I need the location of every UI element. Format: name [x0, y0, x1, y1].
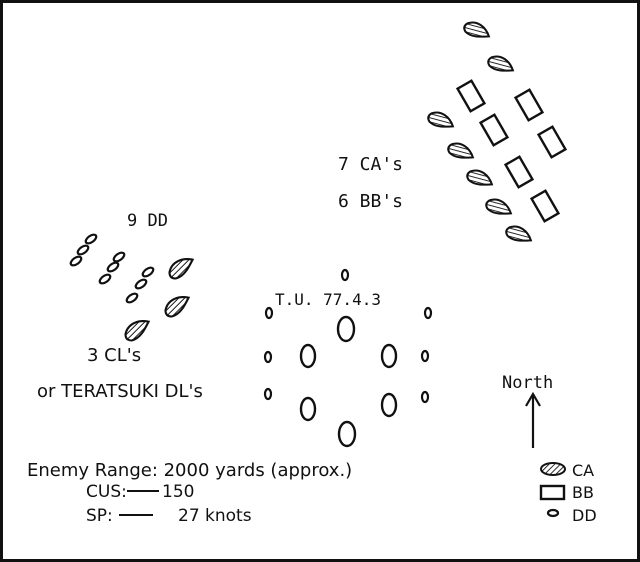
dd-count-label: 9 DD [127, 211, 168, 231]
ca-legend-icon [540, 462, 566, 476]
dd-ship-icon [112, 251, 126, 263]
task-unit-formation [263, 268, 433, 448]
dd-ship-icon [98, 273, 112, 285]
formation-ship-icon [337, 420, 357, 448]
cl-count-label: 3 CL's [87, 345, 141, 366]
formation-ship-icon [380, 343, 398, 369]
dd-ship-icon [420, 349, 430, 363]
formation-ship-icon [299, 396, 317, 422]
formation-ship-icon [299, 343, 317, 369]
legend-ca-label: CA [572, 461, 594, 480]
dd-ship-icon [423, 306, 433, 320]
ca-ship-icon [445, 137, 475, 168]
enemy-ca-column [425, 16, 533, 251]
north-label: North [502, 373, 553, 393]
task-unit-label: T.U. 77.4.3 [275, 290, 381, 309]
dd-ship-icon [264, 306, 274, 320]
legend: CA BB DD [539, 461, 597, 525]
cl-ship-icon [168, 258, 194, 280]
sp-label: SP: [86, 506, 113, 526]
legend-ca: CA [540, 461, 594, 480]
ca-ship-icon [461, 16, 491, 47]
ca-ship-icon [425, 106, 455, 137]
dd-ship-icon [263, 350, 273, 364]
dd-legend-icon [546, 508, 560, 518]
legend-dd-label: DD [572, 506, 597, 525]
ca-ship-icon [464, 164, 494, 195]
ca-count-label: 7 CA's [338, 154, 403, 175]
dd-ship-icon [141, 266, 155, 278]
enemy-bb-column [455, 79, 568, 223]
dd-ship-icon [106, 261, 120, 273]
legend-dd: DD [546, 506, 597, 525]
north-arrow-icon [525, 391, 541, 448]
legend-bb-label: BB [572, 483, 594, 502]
bb-ship-icon [455, 79, 487, 113]
bb-ship-icon [503, 155, 535, 189]
dd-ship-icon [340, 268, 350, 282]
ca-ship-icon [503, 220, 533, 251]
dd-ship-icon [84, 233, 98, 245]
formation-ship-icon [380, 392, 398, 418]
ca-ship-icon [483, 193, 513, 224]
dd-ship-icon [134, 278, 148, 290]
bb-count-label: 6 BB's [338, 191, 403, 212]
bb-legend-icon [539, 484, 566, 501]
legend-bb: BB [539, 483, 594, 502]
cus-value: 150 [162, 482, 194, 502]
sp-value: 27 knots [178, 506, 252, 526]
dd-ship-icon [263, 387, 273, 401]
enemy-range-label: Enemy Range: 2000 yards (approx.) [27, 460, 352, 481]
bb-ship-icon [513, 88, 545, 122]
dd-ship-icon [420, 390, 430, 404]
cus-label: CUS: [86, 482, 127, 502]
cl-ship-icon [164, 296, 190, 318]
enemy-dd-group [69, 233, 155, 304]
ca-ship-icon [485, 50, 515, 81]
formation-ship-icon [336, 315, 356, 343]
cl-ship-icon [124, 320, 150, 342]
dd-ship-icon [69, 255, 83, 267]
dd-ship-icon [76, 244, 90, 256]
teratsuki-label: or TERATSUKI DL's [37, 381, 203, 402]
bb-ship-icon [478, 113, 510, 147]
bb-ship-icon [536, 125, 568, 159]
dd-ship-icon [125, 292, 139, 304]
bb-ship-icon [529, 189, 561, 223]
